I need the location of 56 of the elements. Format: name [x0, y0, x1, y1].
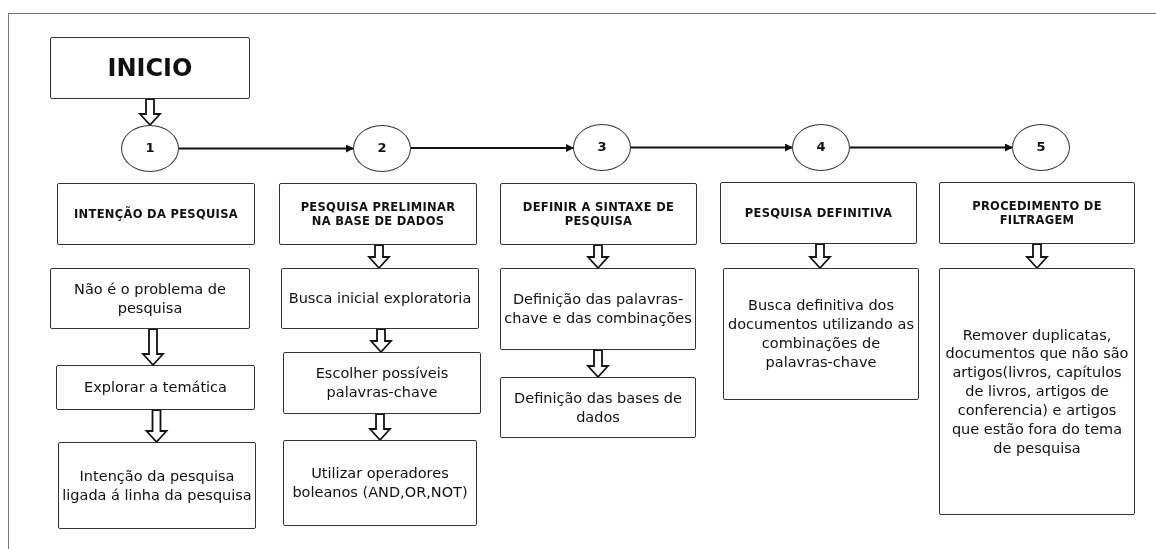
- process-box: [50, 268, 250, 329]
- node-text: INICIO: [107, 53, 193, 83]
- step-number-circle: [792, 124, 850, 171]
- node-text: 2: [377, 140, 387, 157]
- process-box: [56, 365, 255, 410]
- process-box: [500, 268, 696, 350]
- node-text: Definição das bases de dados: [513, 388, 683, 427]
- process-box: [281, 268, 479, 329]
- process-box: [500, 377, 696, 438]
- arrow: [178, 144, 354, 153]
- step-number-circle: [1012, 124, 1070, 171]
- step-title-box: [57, 183, 255, 245]
- node-text: 3: [597, 139, 607, 156]
- arrow: [807, 243, 833, 270]
- process-box: [283, 352, 481, 414]
- step-title-box: [939, 182, 1135, 244]
- node-text: Busca definitiva dos documentos utilizando as combinações de palavras-chave: [727, 296, 915, 372]
- arrow: [368, 328, 394, 354]
- node-text: 4: [816, 139, 826, 156]
- step-number-circle: [353, 125, 411, 172]
- process-box: [283, 440, 477, 526]
- node-text: Remover duplicatas, documentos que não são artigos(livros, capítulos de livros, artigos de conferencia) e artigos que estão fora do tema de pesquisa: [944, 325, 1130, 458]
- step-title-box: [500, 183, 697, 245]
- node-text: Busca inicial exploratoria: [288, 289, 472, 308]
- node-text: PESQUISA DEFINITIVA: [744, 205, 893, 221]
- step-number-circle: [573, 124, 631, 171]
- arrow: [137, 98, 163, 127]
- arrow: [585, 244, 611, 270]
- node-text: 5: [1036, 139, 1046, 156]
- node-text: DEFINIR A SINTAXE DE PESQUISA: [521, 199, 676, 229]
- node-text: Utilizar operadores boleanos (AND,OR,NOT): [291, 464, 469, 502]
- process-box: [723, 268, 919, 400]
- node-text: 1: [145, 140, 155, 157]
- arrow: [1024, 243, 1050, 270]
- process-box: [58, 442, 256, 529]
- arrow: [144, 409, 169, 444]
- process-box: [939, 268, 1135, 515]
- arrow: [140, 328, 166, 367]
- arrow: [849, 143, 1013, 152]
- node-text: INTENÇÃO DA PESQUISA: [74, 206, 238, 222]
- arrow: [367, 413, 393, 442]
- node-text: Intenção da pesquisa ligada á linha da pesquisa: [62, 466, 252, 505]
- step-title-box: [279, 183, 477, 245]
- node-text: PROCEDIMENTO DE FILTRAGEM: [971, 198, 1103, 228]
- node-text: Não é o problema de pesquisa: [73, 279, 227, 318]
- step-title-box: [720, 182, 917, 244]
- arrow: [410, 144, 574, 152]
- start-box: [50, 37, 250, 99]
- node-text: Definição das palavras-chave e das combinações: [504, 290, 692, 328]
- node-text: PESQUISA PRELIMINAR NA BASE DE DADOS: [299, 199, 457, 229]
- arrow: [585, 349, 611, 379]
- node-text: Explorar a temática: [84, 378, 227, 397]
- node-text: Escolher possíveis palavras-chave: [314, 364, 450, 402]
- arrow: [630, 143, 793, 152]
- arrow: [366, 244, 392, 270]
- step-number-circle: [121, 125, 179, 172]
